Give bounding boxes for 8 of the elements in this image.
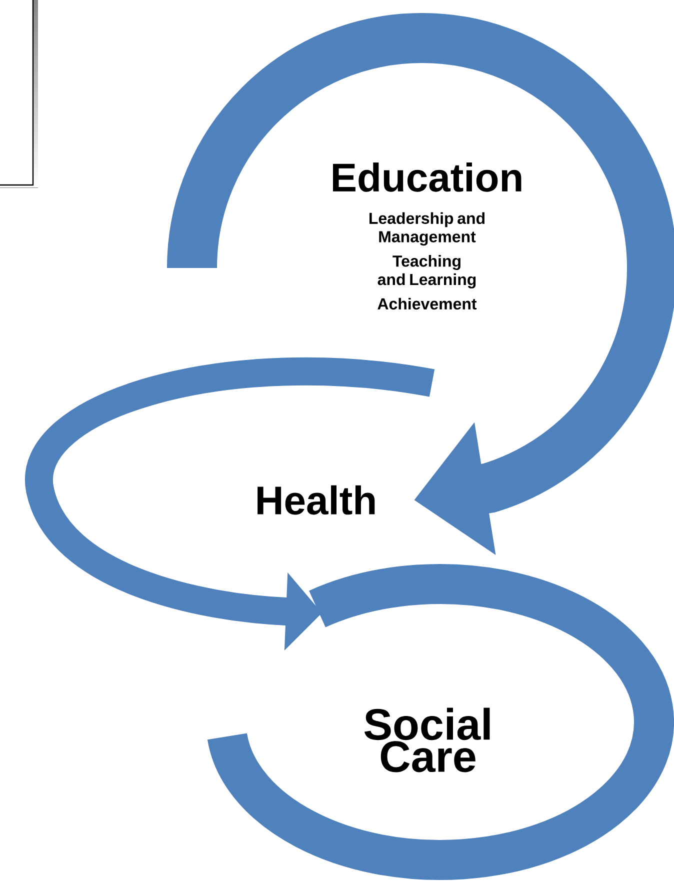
- node-label: Social Care: [364, 708, 490, 772]
- list-item: Achievement: [378, 298, 477, 310]
- curved-arrow: [167, 13, 674, 556]
- list-item: Leadership and Management: [370, 212, 484, 246]
- heading: Education: [333, 162, 522, 192]
- list-item: Teaching and Learning: [378, 255, 476, 288]
- node-label: Health: [258, 485, 375, 515]
- empty-box: [0, 0, 34, 186]
